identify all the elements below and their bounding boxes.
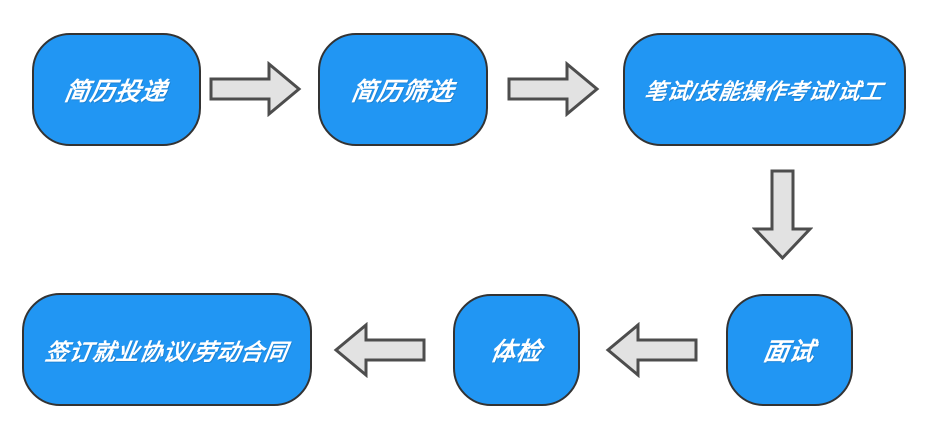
flow-node-interview: 面试	[726, 294, 853, 406]
flow-node-physical-exam: 体检	[453, 294, 580, 406]
flow-node-resume-submission: 简历投递	[32, 33, 201, 146]
flow-node-label: 笔试/技能操作考试/试工	[643, 78, 886, 104]
flow-node-label: 简历筛选	[349, 77, 456, 106]
arrow-down-icon	[752, 169, 813, 261]
arrow-right-icon	[507, 61, 600, 117]
arrow-right-icon	[209, 61, 302, 117]
flow-node-label: 体检	[488, 338, 544, 366]
flow-node-resume-screening: 简历筛选	[318, 33, 488, 146]
arrow-left-icon	[333, 322, 426, 378]
flow-node-label: 签订就业协议/劳动合同	[43, 338, 290, 365]
arrow-left-icon	[605, 322, 698, 378]
flow-node-written-skill-test: 笔试/技能操作考试/试工	[623, 33, 906, 146]
flow-node-sign-agreement: 签订就业协议/劳动合同	[22, 293, 312, 406]
flow-node-label: 面试	[761, 338, 817, 366]
flow-node-label: 简历投递	[62, 77, 170, 106]
